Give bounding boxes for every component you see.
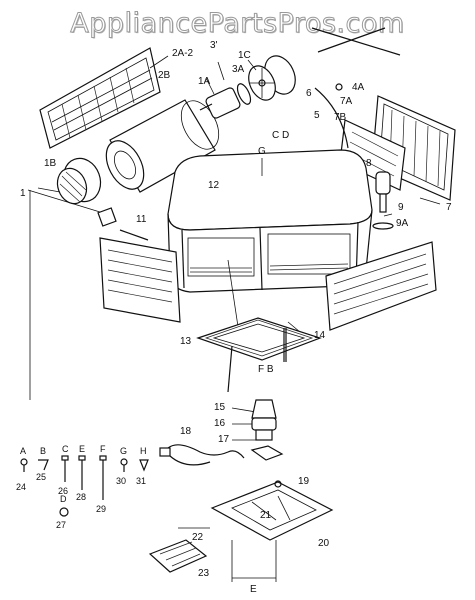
label-20: 20: [318, 538, 330, 549]
main-cabinet[interactable]: [167, 149, 373, 293]
hw-label-30: 30: [116, 476, 126, 486]
label-17: 17: [218, 434, 230, 445]
right-grille[interactable]: [325, 241, 437, 331]
hw-label-27: 27: [56, 520, 66, 530]
blower-wheel-right[interactable]: [244, 51, 302, 104]
left-grille[interactable]: [99, 237, 181, 323]
label-16: 16: [214, 418, 226, 429]
label-1: 1: [20, 188, 26, 199]
base-frame[interactable]: [210, 480, 334, 541]
hw-label-26: 26: [58, 486, 68, 496]
left-side-louver-panel[interactable]: [39, 47, 161, 149]
part-labels: 2A-2 2B 3' 3A 1C 1A 4A 6 7A 5 7B C D G 8…: [20, 40, 452, 595]
label-7a: 7A: [340, 96, 353, 107]
hw-label-29: 29: [96, 504, 106, 514]
label-14: 14: [314, 330, 326, 341]
dimension-lines: [29, 190, 277, 582]
label-22: 22: [192, 532, 204, 543]
label-3prime: 3': [210, 40, 218, 51]
hw-label-h: H: [140, 446, 147, 456]
label-5: 5: [314, 110, 320, 121]
label-11: 11: [136, 214, 147, 225]
hw-label-e: E: [79, 444, 85, 454]
label-23: 23: [198, 568, 210, 579]
blower-housing[interactable]: [99, 95, 227, 196]
hw-label-b: B: [40, 446, 46, 456]
label-1c: 1C: [238, 50, 251, 61]
cross-brace[interactable]: [311, 27, 401, 56]
hardware-screws[interactable]: [20, 455, 149, 517]
float-assembly[interactable]: [97, 207, 149, 241]
label-18: 18: [180, 426, 192, 437]
label-e: E: [250, 584, 257, 595]
label-7: 7: [446, 202, 452, 213]
label-g: G: [258, 146, 266, 157]
hw-label-d: D: [60, 494, 67, 504]
label-1a: 1A: [198, 76, 211, 87]
label-9: 9: [398, 202, 404, 213]
label-3a: 3A: [232, 64, 245, 75]
label-7b: 7B: [334, 112, 347, 123]
hw-label-31: 31: [136, 476, 146, 486]
label-12: 12: [208, 180, 220, 191]
hw-label-24: 24: [16, 482, 26, 492]
label-2a2: 2A-2: [172, 48, 194, 59]
water-pump[interactable]: [372, 171, 394, 230]
hw-label-f: F: [100, 444, 106, 454]
label-cd: C D: [272, 130, 289, 141]
label-8: 8: [366, 158, 372, 169]
label-1b: 1B: [44, 158, 57, 169]
hw-label-28: 28: [76, 492, 86, 502]
pump-motor-stack[interactable]: [250, 399, 284, 461]
label-21: 21: [260, 510, 272, 521]
hw-label-g: G: [120, 446, 127, 456]
watermark: AppliancePartsPros.com: [70, 8, 405, 40]
label-13: 13: [180, 336, 192, 347]
hw-label-25: 25: [36, 472, 46, 482]
label-4a: 4A: [352, 82, 365, 93]
label-9a: 9A: [396, 218, 409, 229]
support-legs[interactable]: [227, 328, 287, 393]
label-fb: F B: [258, 364, 274, 375]
blower-motor[interactable]: [199, 82, 253, 119]
label-2b: 2B: [158, 70, 171, 81]
blower-wheel-left[interactable]: [53, 153, 107, 208]
drain-tube[interactable]: [314, 83, 349, 149]
label-6: 6: [306, 88, 312, 99]
drain-pan[interactable]: [148, 539, 208, 573]
base-gasket[interactable]: [196, 317, 322, 361]
label-15: 15: [214, 402, 226, 413]
hardware-labels: A B C E F G H D 24 25 26 28 29 30 31 27: [16, 444, 147, 530]
hw-label-c: C: [62, 444, 69, 454]
label-19: 19: [298, 476, 310, 487]
hw-label-a: A: [20, 446, 26, 456]
power-cord[interactable]: [159, 444, 245, 466]
